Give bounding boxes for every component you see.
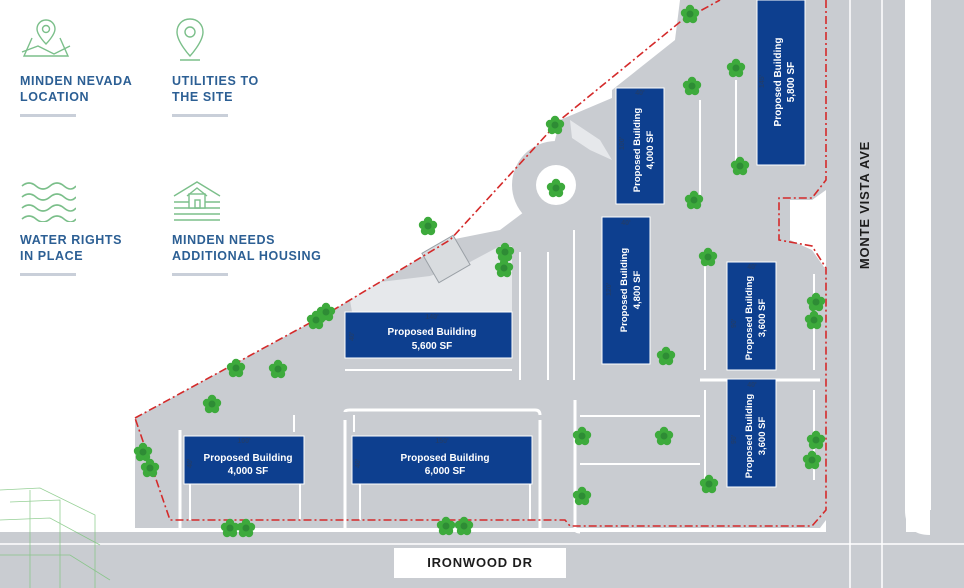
- tree-icon: [698, 247, 718, 267]
- building-depth-dim: 100': [619, 136, 626, 150]
- building-width-dim: 140': [425, 314, 439, 321]
- building-label: Proposed Building: [744, 394, 755, 479]
- building-label: Proposed Building: [388, 327, 477, 338]
- tree-icon: [730, 156, 750, 176]
- feature-line2: ADDITIONAL HOUSING: [172, 249, 322, 263]
- tree-icon: [236, 518, 256, 538]
- tree-icon: [140, 458, 160, 478]
- divider: [172, 273, 228, 276]
- feature-line2: IN PLACE: [20, 249, 84, 263]
- tree-icon: [572, 426, 592, 446]
- building-depth-dim: 40': [355, 458, 362, 468]
- building-2[interactable]: 40' 120' Proposed Building 4,800 SF: [601, 216, 651, 365]
- feature-location: MINDEN NEVADA LOCATION: [20, 73, 132, 105]
- building-width-dim: 40': [747, 264, 757, 271]
- building-6[interactable]: 100' 40' Proposed Building 4,000 SF: [183, 435, 305, 485]
- feature-line1: WATER RIGHTS: [20, 233, 123, 247]
- building-width-dim: 100': [237, 438, 251, 445]
- building-depth-dim: 40': [349, 331, 356, 341]
- tree-icon: [806, 430, 826, 450]
- tree-icon: [726, 58, 746, 78]
- tree-icon: [202, 394, 222, 414]
- building-area: 4,000 SF: [228, 466, 269, 477]
- divider: [172, 114, 228, 117]
- housing-icon: [173, 181, 221, 221]
- tree-icon: [226, 358, 246, 378]
- building-width-dim: 40': [747, 382, 757, 389]
- building-depth-dim: 120': [606, 282, 613, 296]
- building-depth-dim: 145': [759, 74, 766, 88]
- building-area: 5,800 SF: [786, 62, 797, 103]
- building-width-dim: 40': [635, 90, 645, 97]
- feature-line1: MINDEN NEVADA: [20, 74, 133, 88]
- tree-icon: [494, 258, 514, 278]
- tree-icon: [418, 216, 438, 236]
- feature-line2: LOCATION: [20, 90, 90, 104]
- tree-icon: [656, 346, 676, 366]
- tree-icon: [680, 4, 700, 24]
- tree-icon: [699, 474, 719, 494]
- building-label: Proposed Building: [773, 38, 784, 127]
- tree-icon: [802, 450, 822, 470]
- decorative-wireframe: [0, 487, 111, 588]
- feature-utilities: UTILITIES TO THE SITE: [172, 73, 259, 105]
- tree-icon: [682, 76, 702, 96]
- building-area: 3,600 SF: [757, 299, 768, 338]
- tree-icon: [684, 190, 704, 210]
- building-1[interactable]: 40' 100' Proposed Building 4,000 SF: [615, 87, 665, 205]
- feature-line2: THE SITE: [172, 90, 234, 104]
- building-depth-dim: 40': [187, 458, 194, 468]
- map-location-icon: [21, 19, 71, 57]
- building-area: 5,600 SF: [412, 341, 453, 352]
- tree-icon: [806, 292, 826, 312]
- building-3[interactable]: 140' 40' Proposed Building 5,600 SF: [344, 311, 513, 359]
- building-label: Proposed Building: [401, 453, 490, 464]
- tree-icon: [454, 516, 474, 536]
- tree-icon: [572, 486, 592, 506]
- feature-line1: MINDEN NEEDS: [172, 233, 276, 247]
- divider: [20, 273, 76, 276]
- feature-water: WATER RIGHTS IN PLACE: [20, 232, 122, 264]
- street-label-ironwood: IRONWOOD DR: [427, 555, 533, 570]
- tree-icon: [306, 310, 326, 330]
- tree-icon: [133, 442, 153, 462]
- building-4[interactable]: 40' 90' Proposed Building 3,600 SF: [726, 261, 777, 371]
- building-label: Proposed Building: [632, 108, 643, 193]
- tree-icon: [654, 426, 674, 446]
- trees: [133, 4, 826, 538]
- building-label: Proposed Building: [619, 248, 630, 333]
- building-label: Proposed Building: [204, 453, 293, 464]
- property-line: [134, 0, 721, 419]
- street-label-monte-vista: MONTE VISTA AVE: [857, 141, 872, 269]
- water-waves-icon: [21, 182, 76, 222]
- property-line-east: [134, 0, 827, 527]
- building-area: 4,800 SF: [632, 271, 643, 310]
- feature-line1: UTILITIES TO: [172, 74, 259, 88]
- tree-icon: [220, 518, 240, 538]
- tree-icon: [545, 115, 565, 135]
- building-label: Proposed Building: [744, 276, 755, 361]
- building-5[interactable]: 40' 90' Proposed Building 3,600 SF: [726, 378, 777, 488]
- tree-icon: [546, 178, 566, 198]
- building-area: 4,000 SF: [645, 131, 656, 170]
- divider: [20, 114, 76, 117]
- tree-icon: [495, 242, 515, 262]
- map-pin-icon: [176, 18, 204, 61]
- tree-icon: [436, 516, 456, 536]
- building-area: 6,000 SF: [425, 466, 466, 477]
- building-area: 3,600 SF: [757, 417, 768, 456]
- building-width-dim: 40': [621, 220, 631, 227]
- tree-icon: [268, 359, 288, 379]
- building-7[interactable]: 150' 40' Proposed Building 6,000 SF: [351, 435, 533, 485]
- building-depth-dim: 90': [731, 434, 738, 444]
- tree-icon: [804, 310, 824, 330]
- building-0[interactable]: 145' Proposed Building 5,800 SF: [756, 0, 806, 166]
- building-depth-dim: 90': [731, 318, 738, 328]
- parking-stripes: [189, 80, 815, 520]
- building-width-dim: 150': [435, 438, 449, 445]
- feature-housing: MINDEN NEEDS ADDITIONAL HOUSING: [172, 232, 321, 264]
